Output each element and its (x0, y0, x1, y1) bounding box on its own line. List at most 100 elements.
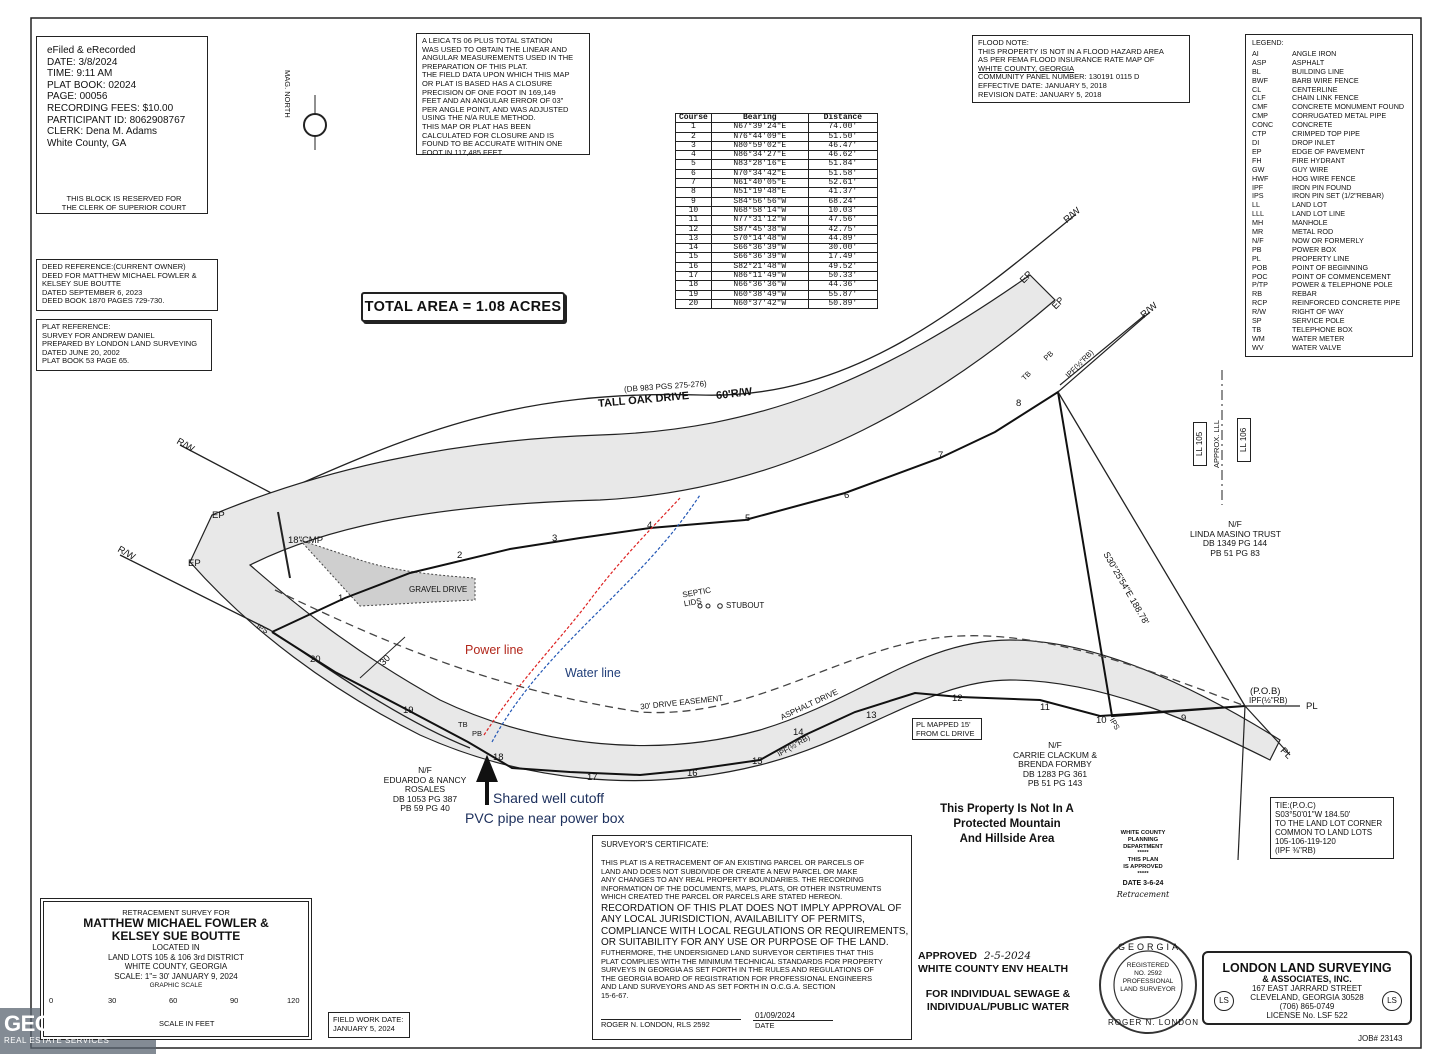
owner-rosales: N/F EDUARDO & NANCY ROSALES DB 1053 PG 3… (380, 765, 470, 814)
drive-easement-line (274, 589, 1246, 714)
cert-line: THE GEORGIA BOARD OF REGISTRATION FOR PR… (601, 973, 873, 983)
owner-masino: N/F LINDA MASINO TRUST DB 1349 PG 144 PB… (1190, 519, 1281, 558)
field-work-line: JANUARY 5, 2024 (333, 1023, 395, 1033)
segment-label: 12 (952, 693, 963, 704)
tie-line (1237, 705, 1246, 861)
survey-note-line: USING THE N/A RULE METHOD. (422, 113, 536, 123)
legend-abbr: GW (1252, 164, 1265, 174)
course-distance: 44.36' (807, 280, 878, 291)
power-line (483, 497, 681, 736)
segment-label: 7 (938, 450, 944, 461)
legend-abbr: MH (1252, 218, 1264, 228)
field-work-date: FIELD WORK DATE: JANUARY 5, 2024 (328, 1012, 410, 1038)
legend-abbr: TB (1252, 325, 1262, 334)
water-line (491, 494, 701, 743)
title-detail: WHITE COUNTY, GEORGIA (124, 962, 228, 971)
plat-line: SURVEY FOR ANDREW DANIEL (42, 330, 155, 340)
legend-desc: POWER & TELEPHONE POLE (1292, 280, 1393, 290)
gravel-drive (298, 538, 476, 607)
flood-note-line: WHITE COUNTY, GEORGIA (978, 63, 1075, 73)
graphic-scale-label: GRAPHIC SCALE (149, 982, 203, 989)
legend-desc: METAL ROD (1292, 227, 1334, 237)
legend-desc: SERVICE POLE (1292, 316, 1345, 326)
flood-note-line: FLOOD NOTE: (978, 38, 1029, 47)
watermark-logo: GEORGIAMLS (4, 1011, 150, 1036)
title-block: RETRACEMENT SURVEY FOR MATTHEW MICHAEL F… (40, 898, 312, 1040)
scale-tick: 120 (287, 996, 300, 1005)
owner-line: PB 51 PG 83 (1210, 547, 1260, 558)
legend-desc: CORRUGATED METAL PIPE (1292, 111, 1387, 121)
company-block: LONDON LAND SURVEYING & ASSOCIATES, INC.… (1202, 951, 1412, 1025)
segment-label: 3 (552, 533, 558, 544)
legend-abbr: MR (1252, 227, 1264, 237)
course-number: 5 (675, 159, 712, 170)
water-line-label: Water line (565, 666, 621, 680)
cert-line: ANY LOCAL JURISDICTION, AVAILABILITY OF … (601, 914, 865, 926)
segment-label: 19 (403, 705, 414, 716)
signature-line (601, 1019, 741, 1020)
legend-desc: FIRE HYDRANT (1292, 155, 1346, 165)
survey-note-line: PER ANGLE POINT, AND WAS ADJUSTED (422, 104, 569, 114)
segment-label: 20 (310, 654, 321, 665)
course-bearing: N76°44'09"E (710, 131, 809, 142)
legend-abbr: CLF (1252, 93, 1266, 103)
deed-line: DEED FOR MATTHEW MICHAEL FOWLER & (42, 270, 197, 280)
legend-desc: POWER BOX (1292, 244, 1337, 254)
mls-watermark: GEORGIAMLS REAL ESTATE SERVICES (4, 1011, 150, 1046)
legend-abbr: IPF (1252, 182, 1264, 192)
course-bearing: S87°45'38"W (710, 224, 809, 235)
survey-note-line: FEET AND AN ANGULAR ERROR OF 03" (422, 96, 564, 106)
approval-text: FOR INDIVIDUAL SEWAGE & (925, 988, 1071, 1000)
course-bearing: N60°37'42"W (710, 298, 809, 310)
segment-label: 4 (647, 520, 653, 531)
course-distance: 42.75' (807, 224, 878, 235)
owner-clackum: N/F CARRIE CLACKUM & BRENDA FORMBY DB 12… (1005, 740, 1105, 789)
stamp-line: DATE 3-6-24 (1122, 879, 1164, 887)
survey-note-line: FOUND TO BE ACCURATE WITHIN ONE (422, 139, 563, 149)
legend-abbr: POC (1252, 271, 1268, 281)
company-name: LONDON LAND SURVEYING (1222, 961, 1392, 975)
course-bearing: S66°36'39"W (710, 252, 809, 263)
recording-block: eFiled & eRecorded DATE: 3/8/2024 TIME: … (36, 36, 208, 214)
legend-title: LEGEND: (1252, 38, 1284, 47)
stamp-line: Retracement (1116, 890, 1170, 900)
legend-desc: CRIMPED TOP PIPE (1292, 129, 1360, 139)
stubout-marker (717, 603, 723, 609)
legend-abbr: RCP (1252, 298, 1268, 308)
tie-line-text: TIE:(P.O.C) (1275, 801, 1316, 810)
legend-abbr: HWF (1252, 173, 1269, 183)
pl-mapped-line: PL MAPPED 15' (916, 720, 971, 729)
legend-desc: NOW OR FORMERLY (1292, 235, 1364, 245)
plat-line: PLAT BOOK 53 PAGE 65. (42, 356, 130, 366)
legend-desc: POINT OF BEGINNING (1292, 262, 1369, 272)
title-header: RETRACEMENT SURVEY FOR (122, 908, 230, 917)
approval-text: APPROVED (918, 950, 977, 962)
flood-note-line: AS PER FEMA FLOOD INSURANCE RATE MAP OF (978, 55, 1155, 65)
pob-ipf-label: IPF(½"RB) (1249, 696, 1288, 705)
recording-line: RECORDING FEES: $10.00 (47, 102, 174, 114)
legend-desc: CONCRETE MONUMENT FOUND (1292, 102, 1405, 112)
legend-desc: GUY WIRE (1292, 164, 1329, 174)
legend-abbr: ASP (1252, 57, 1267, 67)
cert-line: FUTHERMORE, THE UNDERSIGNED LAND SURVEYO… (601, 947, 874, 957)
deed-line: KELSEY SUE BOUTTE (42, 279, 122, 289)
legend-desc: ANGLE IRON (1292, 48, 1337, 58)
title-name: KELSEY SUE BOUTTE (111, 929, 241, 943)
pl-mapped-note: PL MAPPED 15' FROM CL DRIVE (912, 718, 982, 740)
recording-line: White County, GA (47, 137, 127, 149)
reserved-note: THIS BLOCK IS RESERVED FOR (66, 194, 182, 203)
legend-desc: ASPHALT (1292, 57, 1325, 67)
company-line: LICENSE No. LSF 522 (1266, 1011, 1348, 1020)
planning-stamp: WHITE COUNTY PLANNING DEPARTMENT ***** T… (1108, 830, 1178, 899)
survey-note: A LEICA TS 06 PLUS TOTAL STATION WAS USE… (416, 33, 590, 156)
flood-note-line: EFFECTIVE DATE: JANUARY 5, 2018 (978, 80, 1107, 90)
plat-line: PREPARED BY LONDON LAND SURVEYING (42, 339, 198, 349)
tie-line-text: COMMON TO LAND LOTS (1275, 828, 1373, 837)
deed-line: DEED REFERENCE:(CURRENT OWNER) (42, 262, 186, 271)
cmp-label: 18"CMP (288, 535, 324, 546)
segment-label: 9 (1181, 713, 1187, 724)
